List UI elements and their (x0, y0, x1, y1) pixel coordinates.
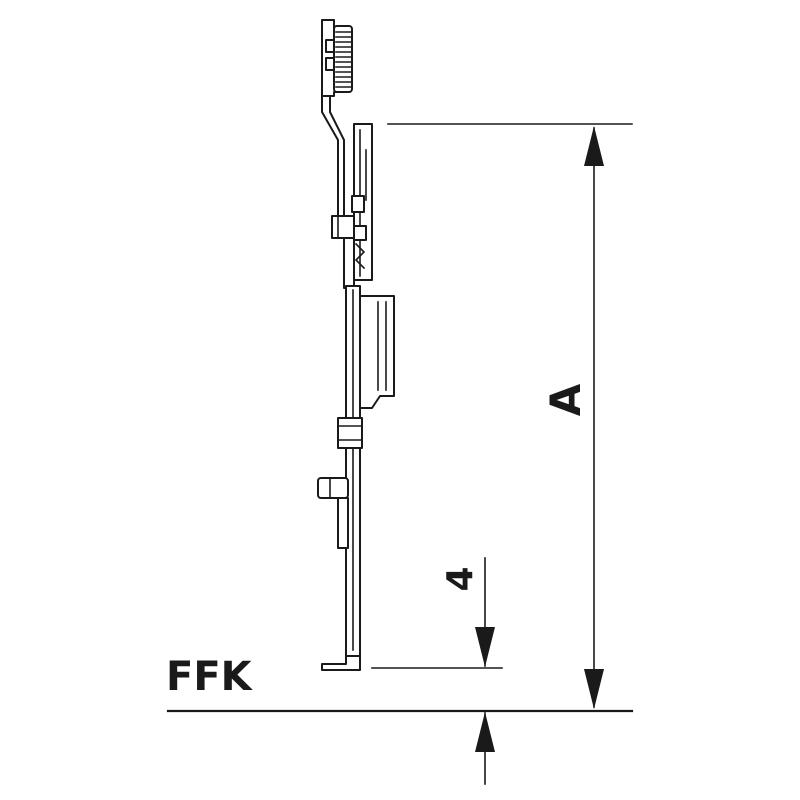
mechanism-side-view (317, 19, 395, 671)
lock-housing (359, 295, 395, 409)
dimension-a-arrow-top (584, 126, 604, 166)
middle-clip (337, 417, 363, 449)
cranked-stem (321, 95, 345, 231)
label-dimension-a: A (541, 383, 590, 416)
dimension-4-arrow-bottom (475, 712, 495, 752)
bottom-foot (321, 655, 361, 671)
label-dimension-4: 4 (440, 566, 481, 591)
dimension-a-arrow-bottom (584, 669, 604, 709)
side-pin (317, 477, 349, 549)
knurl-lines (335, 31, 352, 88)
label-ffk: FFK (166, 654, 254, 700)
guide-bracket (331, 215, 355, 289)
upper-carrier (351, 123, 373, 281)
dimension-4-arrow-top (475, 627, 495, 667)
dimension-lines (166, 123, 634, 785)
knurled-knob (321, 19, 353, 97)
